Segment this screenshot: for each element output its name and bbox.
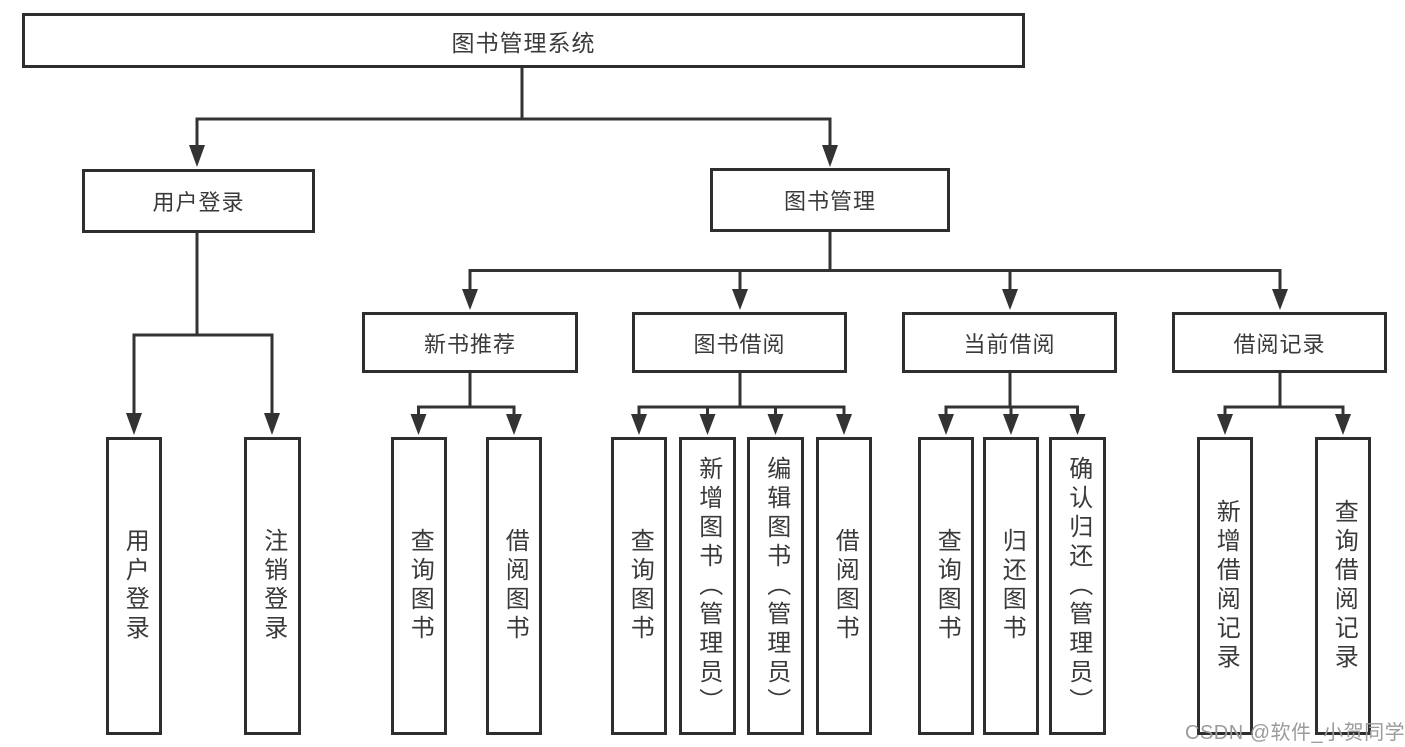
node-book-management: 图书管理 [710, 168, 950, 232]
leaf-edit-book-admin: 编辑图书（管理员） [747, 437, 804, 735]
node-library-management-system: 图书管理系统 [22, 13, 1025, 68]
leaf-query-book-current: 查询图书 [918, 437, 974, 735]
leaf-user-login: 用户登录 [106, 437, 162, 735]
node-borrow-record: 借阅记录 [1172, 312, 1387, 373]
leaf-return-book: 归还图书 [983, 437, 1039, 735]
leaf-borrow-book-newrec: 借阅图书 [486, 437, 542, 735]
node-book-borrow: 图书借阅 [632, 312, 847, 373]
leaf-add-book-admin: 新增图书（管理员） [679, 437, 736, 735]
leaf-add-borrow-record: 新增借阅记录 [1197, 437, 1253, 735]
leaf-query-book-borrow: 查询图书 [611, 437, 667, 735]
leaf-query-book-newrec: 查询图书 [391, 437, 447, 735]
leaf-confirm-return-admin: 确认归还（管理员） [1049, 437, 1106, 735]
node-user-login: 用户登录 [82, 169, 315, 233]
node-new-book-recommend: 新书推荐 [362, 312, 578, 373]
leaf-query-borrow-record: 查询借阅记录 [1315, 437, 1371, 735]
leaf-logout: 注销登录 [244, 437, 301, 735]
node-current-borrow: 当前借阅 [902, 312, 1117, 373]
leaf-borrow-book: 借阅图书 [816, 437, 872, 735]
csdn-watermark: CSDN @软件_小贺同学 [1185, 722, 1405, 744]
